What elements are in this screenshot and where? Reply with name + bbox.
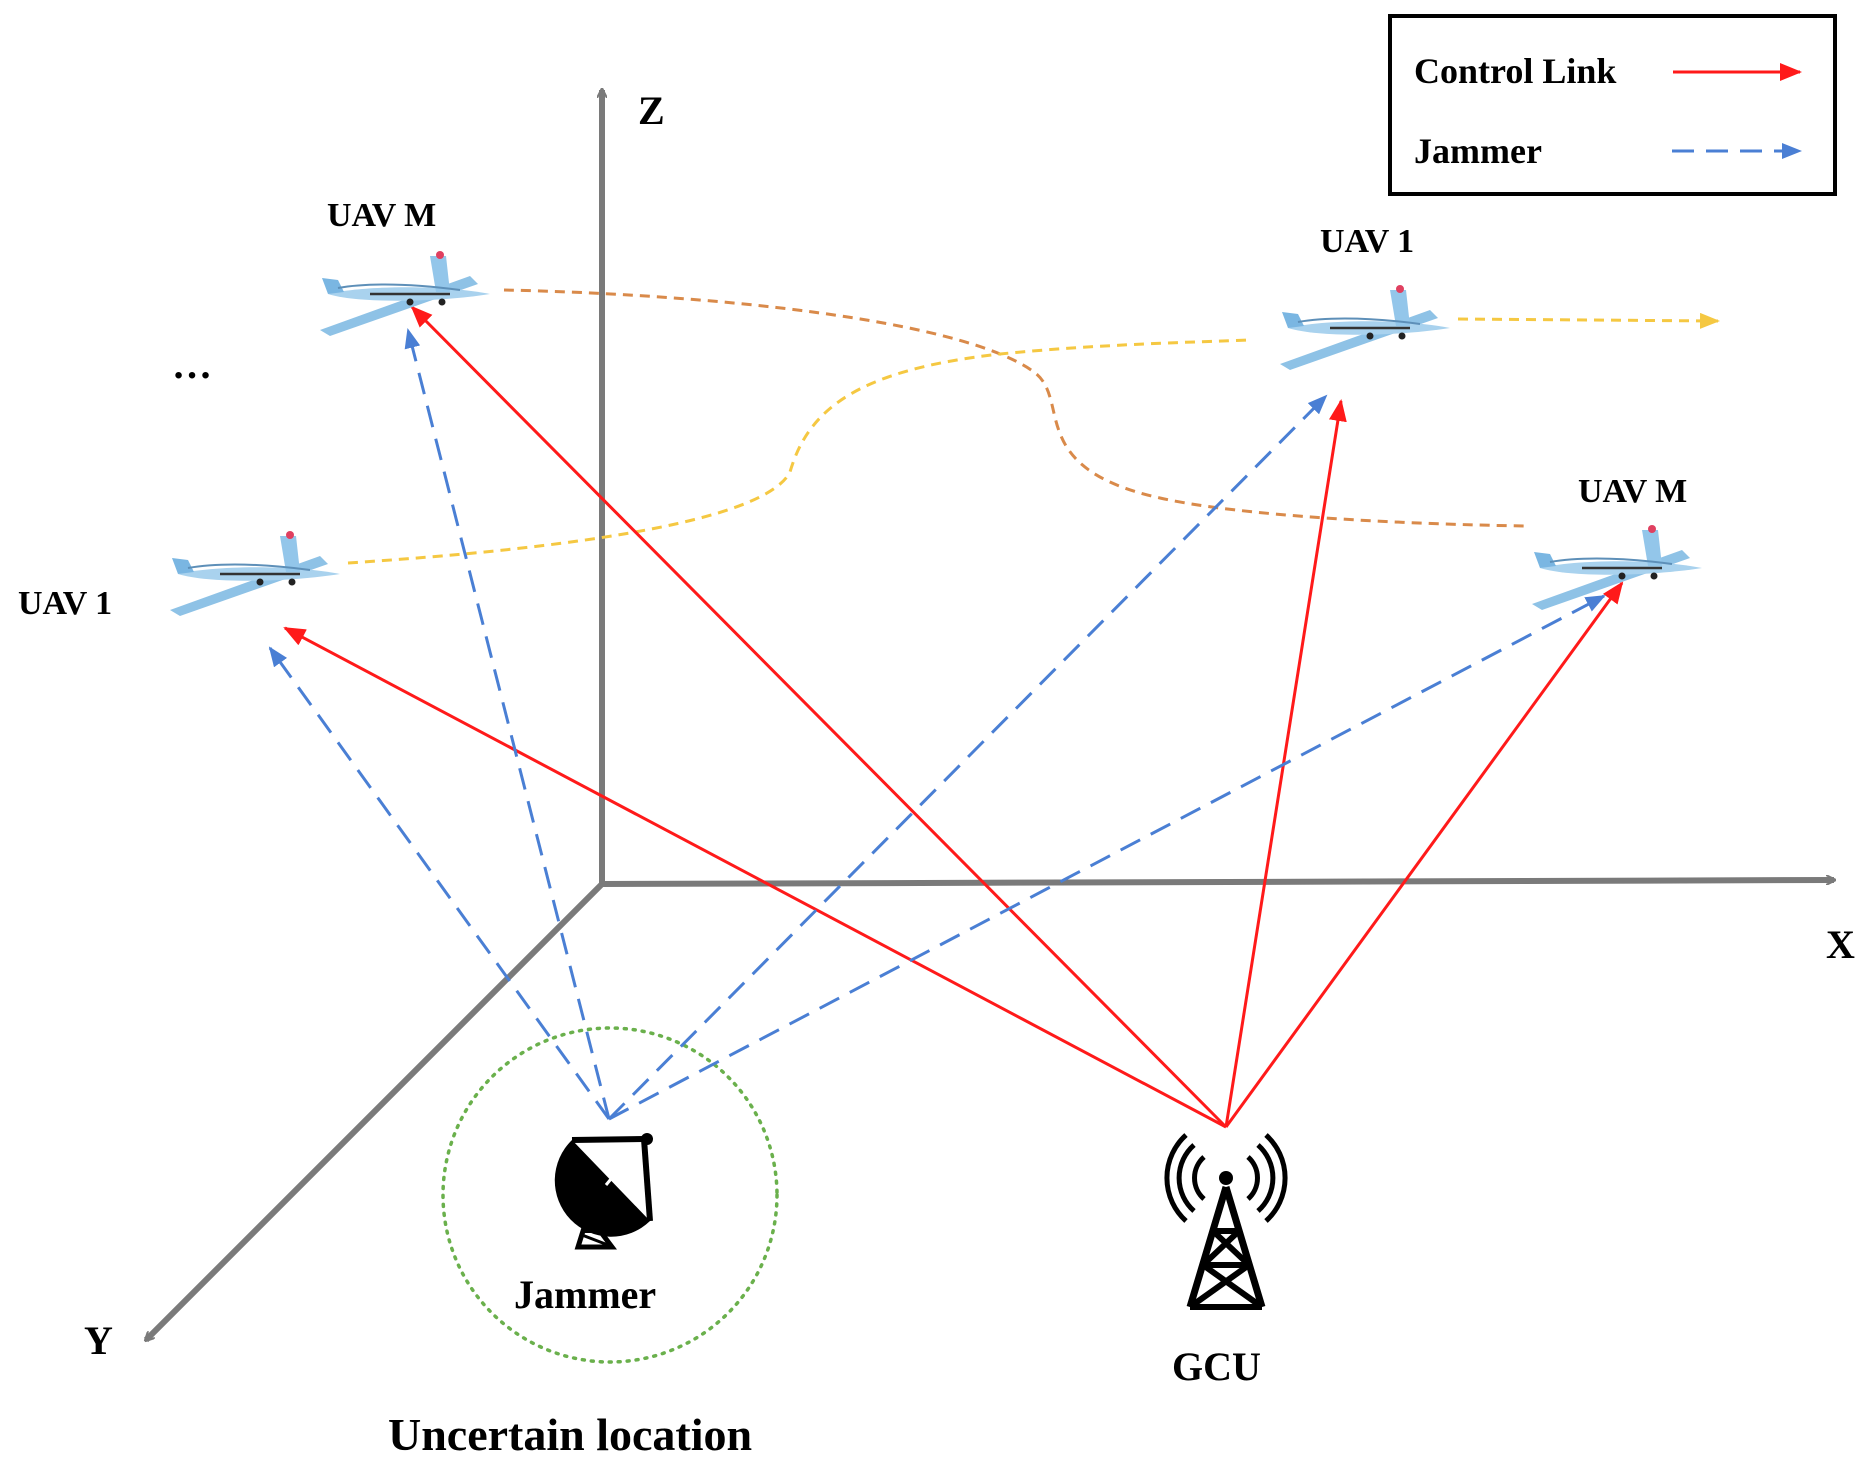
legend-jammer-label: Jammer bbox=[1414, 131, 1542, 171]
x-axis-label: X bbox=[1826, 922, 1855, 967]
jammer-link-uav-m-left bbox=[404, 328, 611, 1120]
legend-box bbox=[1388, 14, 1837, 196]
trajectories bbox=[347, 288, 1720, 565]
uav-icons bbox=[168, 249, 1704, 618]
y-axis-label: Y bbox=[84, 1318, 113, 1363]
jammer-link-uav-1-left bbox=[268, 646, 611, 1120]
radio-tower-icon bbox=[1164, 1133, 1288, 1310]
legend-control-label: Control Link bbox=[1414, 51, 1616, 91]
uncertain-location-label: Uncertain location bbox=[388, 1409, 752, 1460]
uav-label-right-top: UAV 1 bbox=[1320, 223, 1414, 260]
uncertain-location-circle bbox=[441, 1026, 779, 1364]
trajectory-uav-1-continuation bbox=[1457, 312, 1720, 329]
legend: Control Link Jammer bbox=[1388, 14, 1837, 196]
z-axis-label: Z bbox=[638, 88, 665, 133]
control-link-uav-m-right bbox=[1224, 581, 1624, 1128]
uav-label-left-bottom: UAV 1 bbox=[18, 585, 112, 622]
uav-label-left-top: UAV M bbox=[327, 197, 436, 234]
jammer-links bbox=[268, 328, 1606, 1121]
jammer-label: Jammer bbox=[514, 1272, 656, 1317]
uav-label-right-bottom: UAV M bbox=[1578, 473, 1687, 510]
uav-icon-right-bottom bbox=[1530, 523, 1704, 612]
uav-icon-left-top bbox=[318, 249, 492, 338]
satellite-dish-icon bbox=[554, 1133, 653, 1250]
uav-labels: UAV M UAV 1 UAV 1 UAV M … bbox=[18, 197, 1687, 622]
trajectory-uav-1 bbox=[347, 338, 1251, 565]
ellipsis: … bbox=[172, 342, 212, 387]
uav-icon-left-bottom bbox=[168, 529, 342, 618]
gcu-label: GCU bbox=[1172, 1344, 1261, 1389]
jammer-link-uav-1-right bbox=[607, 394, 1328, 1121]
x-axis bbox=[601, 880, 1834, 887]
uav-icon-right-top bbox=[1278, 283, 1452, 372]
jammer-link-uav-m-right bbox=[608, 594, 1606, 1121]
axes: Z X Y bbox=[84, 88, 1855, 1363]
control-link-uav-1-left bbox=[283, 626, 1227, 1129]
control-link-uav-m-left bbox=[410, 305, 1228, 1129]
y-axis bbox=[146, 881, 605, 1340]
